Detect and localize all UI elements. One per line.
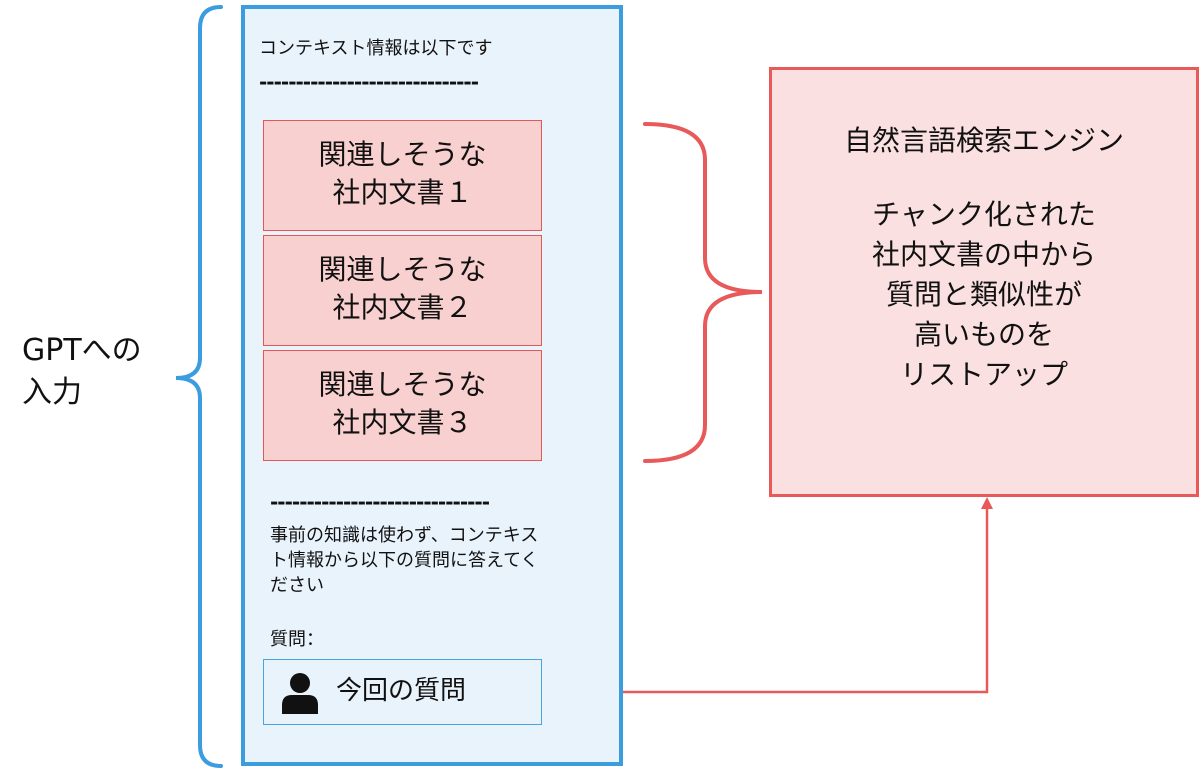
document-2-line2: 社内文書２	[332, 291, 473, 324]
question-label: 質問：	[270, 629, 324, 650]
gpt-input-label-line2: 入力	[22, 375, 82, 410]
context-header: コンテキスト情報は以下です	[259, 38, 493, 59]
search-engine-panel: 自然言語検索エンジン チャンク化された 社内文書の中から 質問と類似性が 高いも…	[769, 67, 1199, 497]
instruction-text: 事前の知識は使わず、コンテキス ト情報から以下の質問に答えてく ださい	[270, 523, 539, 598]
instruction-line2: ト情報から以下の質問に答えてく	[270, 550, 539, 571]
document-3-line1: 関連しそうな	[318, 368, 487, 401]
gpt-input-label: GPTへの 入力	[22, 330, 142, 414]
document-box-3: 関連しそうな 社内文書３	[263, 350, 542, 461]
left-brace	[175, 5, 223, 768]
gpt-input-label-line1: GPTへの	[22, 333, 142, 368]
document-1-line2: 社内文書１	[332, 176, 473, 209]
separator-top: ------------------------------	[259, 70, 479, 94]
document-1-line1: 関連しそうな	[318, 138, 487, 171]
person-icon	[282, 673, 318, 714]
document-2-line1: 関連しそうな	[318, 253, 487, 286]
connector-arrowhead	[981, 497, 993, 509]
document-box-2: 関連しそうな 社内文書２	[263, 235, 542, 346]
instruction-line1: 事前の知識は使わず、コンテキス	[270, 525, 539, 546]
document-box-1: 関連しそうな 社内文書１	[263, 120, 542, 231]
documents-brace	[643, 122, 763, 463]
question-to-engine-connector	[543, 507, 989, 694]
engine-description: チャンク化された 社内文書の中から 質問と類似性が 高いものを リストアップ	[871, 198, 1096, 391]
document-3-line2: 社内文書３	[332, 406, 473, 439]
question-box: 今回の質問	[263, 659, 542, 725]
separator-bottom: ------------------------------	[270, 490, 490, 514]
engine-title: 自然言語検索エンジン	[843, 124, 1124, 157]
question-text: 今回の質問	[336, 676, 467, 706]
instruction-line3: ださい	[270, 575, 324, 596]
